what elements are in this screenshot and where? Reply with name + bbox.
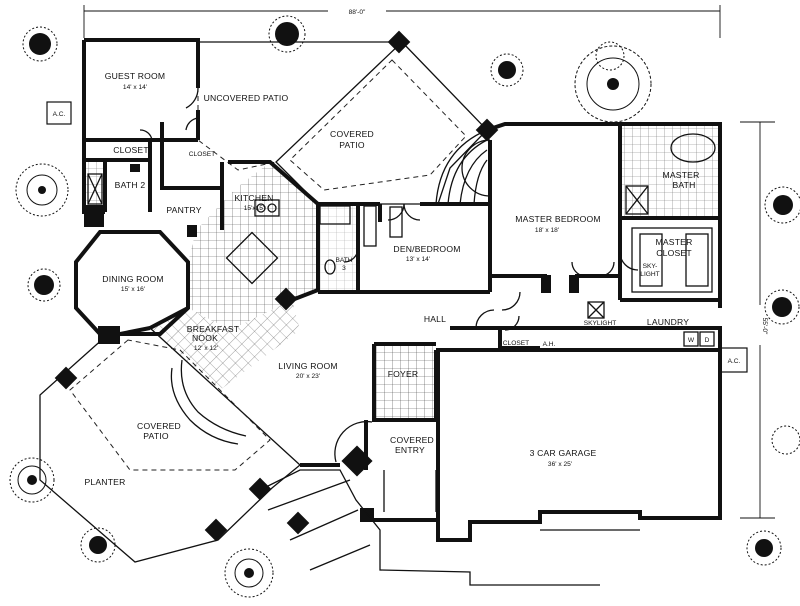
- covered-entry-label-2: ENTRY: [395, 445, 425, 455]
- dining-room-label: DINING ROOM: [102, 274, 163, 284]
- covered-patio-top-label-2: PATIO: [339, 140, 365, 150]
- tree-icon: [764, 289, 800, 325]
- master-bath-label: MASTER: [662, 170, 699, 180]
- living-room-size: 20' x 23': [296, 373, 320, 380]
- room-labels: GUEST ROOM 14' x 14' UNCOVERED PATIO COV…: [84, 71, 709, 487]
- master-bedroom-size: 18' x 18': [535, 227, 559, 234]
- toilet: [324, 259, 336, 275]
- covered-patio-left-label-2: PATIO: [143, 431, 169, 441]
- ac-left-label: A.C.: [53, 111, 66, 118]
- master-closet-label: MASTER: [655, 237, 692, 247]
- landscape-trees: [9, 15, 800, 598]
- fixtures: [87, 133, 716, 347]
- breakfast-nook-label: BREAKFAST: [187, 324, 240, 334]
- skylight-closet-label-2: LIGHT: [640, 271, 659, 278]
- pantry-label: PANTRY: [166, 205, 201, 215]
- small-closet-label: CLOSET: [189, 151, 215, 158]
- bath2-label: BATH 2: [115, 180, 146, 190]
- planter-label: PLANTER: [84, 477, 125, 487]
- dryer-label: D: [705, 337, 710, 344]
- dimension-width: 88'-0": [83, 5, 721, 38]
- front-walkway: [259, 469, 640, 586]
- tree-icon: [27, 268, 61, 302]
- depth-dimension-label: 55'-0": [761, 318, 768, 335]
- breakfast-nook-label-2: NOOK: [192, 333, 218, 343]
- breakfast-nook-size: 12' x 12': [194, 345, 218, 352]
- dimension-depth: 55'-0": [740, 121, 775, 519]
- foyer-label: FOYER: [388, 369, 419, 379]
- tree-icon: [746, 530, 782, 566]
- covered-entry-label: COVERED: [390, 435, 434, 445]
- tree-icon: [764, 186, 800, 224]
- tree-icon: [595, 41, 625, 71]
- skylight-hall-label: SKYLIGHT: [584, 320, 617, 327]
- laundry-label: LAUNDRY: [647, 317, 689, 327]
- tree-icon: [80, 527, 116, 563]
- door-swings: [139, 87, 639, 463]
- hall-label: HALL: [424, 314, 446, 324]
- tree-icon: [574, 45, 652, 123]
- uncovered-patio-label: UNCOVERED PATIO: [204, 93, 289, 103]
- ah-label: A.H.: [543, 341, 556, 348]
- garage-size: 36' x 25': [548, 461, 572, 468]
- walls: [74, 38, 722, 542]
- bathtub: [319, 205, 351, 225]
- covered-patio-left-label: COVERED: [137, 421, 181, 431]
- hall-closet-label: CLOSET: [503, 340, 529, 347]
- tree-icon: [771, 425, 800, 455]
- guest-room-size: 14' x 14': [123, 84, 147, 91]
- tile-floors: [86, 126, 718, 418]
- kitchen-island: [225, 231, 279, 285]
- living-room-label: LIVING ROOM: [278, 361, 338, 371]
- den-size: 13' x 14': [406, 256, 430, 263]
- tree-icon: [490, 53, 524, 87]
- tree-icon: [268, 15, 306, 53]
- ac-unit-left: A.C.: [46, 101, 72, 125]
- kitchen-label: KITCHEN: [234, 193, 273, 203]
- dining-room-size: 15' x 16': [121, 286, 145, 293]
- ac-unit-right: A.C.: [720, 347, 748, 373]
- kitchen-size: 15'x15': [244, 205, 264, 212]
- guest-room-label: GUEST ROOM: [105, 71, 166, 81]
- ac-right-label: A.C.: [728, 358, 741, 365]
- den-label: DEN/BEDROOM: [393, 244, 460, 254]
- garden-tub: [670, 133, 716, 163]
- skylight-closet-label: SKY-: [643, 263, 658, 270]
- tree-icon: [22, 26, 58, 62]
- guest-closet-label: CLOSET: [113, 145, 149, 155]
- bath3-label-2: 3: [342, 265, 346, 272]
- tree-icon: [224, 548, 274, 598]
- covered-patio-top-label: COVERED: [330, 129, 374, 139]
- master-closet-label-2: CLOSET: [656, 248, 692, 258]
- garage-label: 3 CAR GARAGE: [530, 448, 597, 458]
- tree-icon: [9, 457, 55, 503]
- tree-icon: [15, 163, 69, 217]
- bath3-label: BATH: [335, 257, 352, 264]
- width-dimension-label: 88'-0": [349, 9, 366, 16]
- master-bedroom-label: MASTER BEDROOM: [515, 214, 600, 224]
- master-bath-label-2: BATH: [672, 180, 695, 190]
- washer-label: W: [688, 337, 695, 344]
